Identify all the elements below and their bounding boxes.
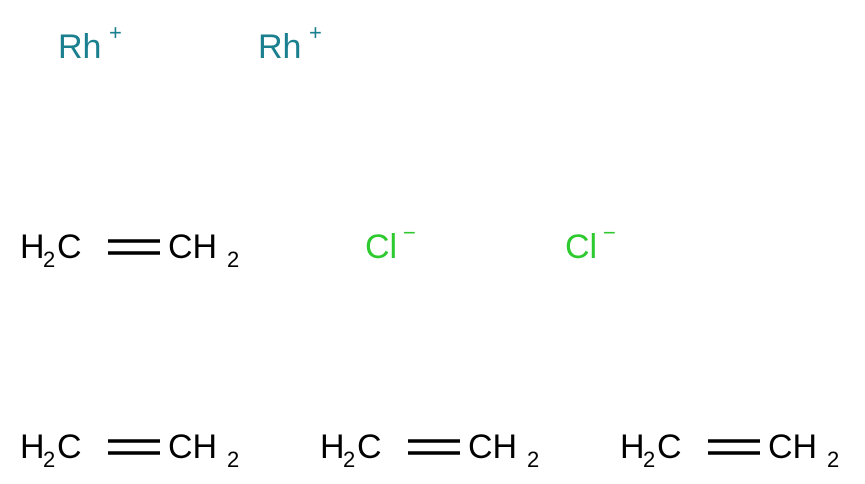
hydrogen-symbol: H xyxy=(20,228,45,266)
ethylene-molecule-4: H 2 C CH 2 xyxy=(620,428,839,472)
carbon-symbol: C xyxy=(57,428,82,466)
double-bond xyxy=(108,439,160,455)
chloride-ion-1: Cl − xyxy=(365,220,416,266)
methylene-symbol: CH xyxy=(168,428,217,466)
hydrogen-symbol: H xyxy=(620,428,645,466)
rhodium-symbol: Rh xyxy=(58,28,101,66)
methylene-count: 2 xyxy=(227,247,239,272)
carbon-symbol: C xyxy=(657,428,682,466)
chloride-symbol: Cl xyxy=(365,228,397,266)
ethylene-molecule-1: H 2 C CH 2 xyxy=(20,228,239,272)
rhodium-charge: + xyxy=(109,20,122,45)
methylene-count: 2 xyxy=(827,447,839,472)
rhodium-charge: + xyxy=(309,20,322,45)
hydrogen-count: 2 xyxy=(43,447,55,472)
hydrogen-symbol: H xyxy=(20,428,45,466)
chloride-ion-2: Cl − xyxy=(565,220,616,266)
carbon-symbol: C xyxy=(57,228,82,266)
double-bond xyxy=(408,439,460,455)
chloride-symbol: Cl xyxy=(565,228,597,266)
chloride-charge: − xyxy=(403,220,416,245)
methylene-symbol: CH xyxy=(168,228,217,266)
hydrogen-symbol: H xyxy=(320,428,345,466)
hydrogen-count: 2 xyxy=(343,447,355,472)
methylene-symbol: CH xyxy=(468,428,517,466)
rhodium-symbol: Rh xyxy=(258,28,301,66)
methylene-count: 2 xyxy=(227,447,239,472)
rhodium-ion-1: Rh + xyxy=(58,20,122,66)
double-bond xyxy=(108,239,160,255)
hydrogen-count: 2 xyxy=(43,247,55,272)
rhodium-ion-2: Rh + xyxy=(258,20,322,66)
methylene-symbol: CH xyxy=(768,428,817,466)
hydrogen-count: 2 xyxy=(643,447,655,472)
carbon-symbol: C xyxy=(357,428,382,466)
methylene-count: 2 xyxy=(527,447,539,472)
double-bond xyxy=(708,439,760,455)
ethylene-molecule-3: H 2 C CH 2 xyxy=(320,428,539,472)
chloride-charge: − xyxy=(603,220,616,245)
ethylene-molecule-2: H 2 C CH 2 xyxy=(20,428,239,472)
